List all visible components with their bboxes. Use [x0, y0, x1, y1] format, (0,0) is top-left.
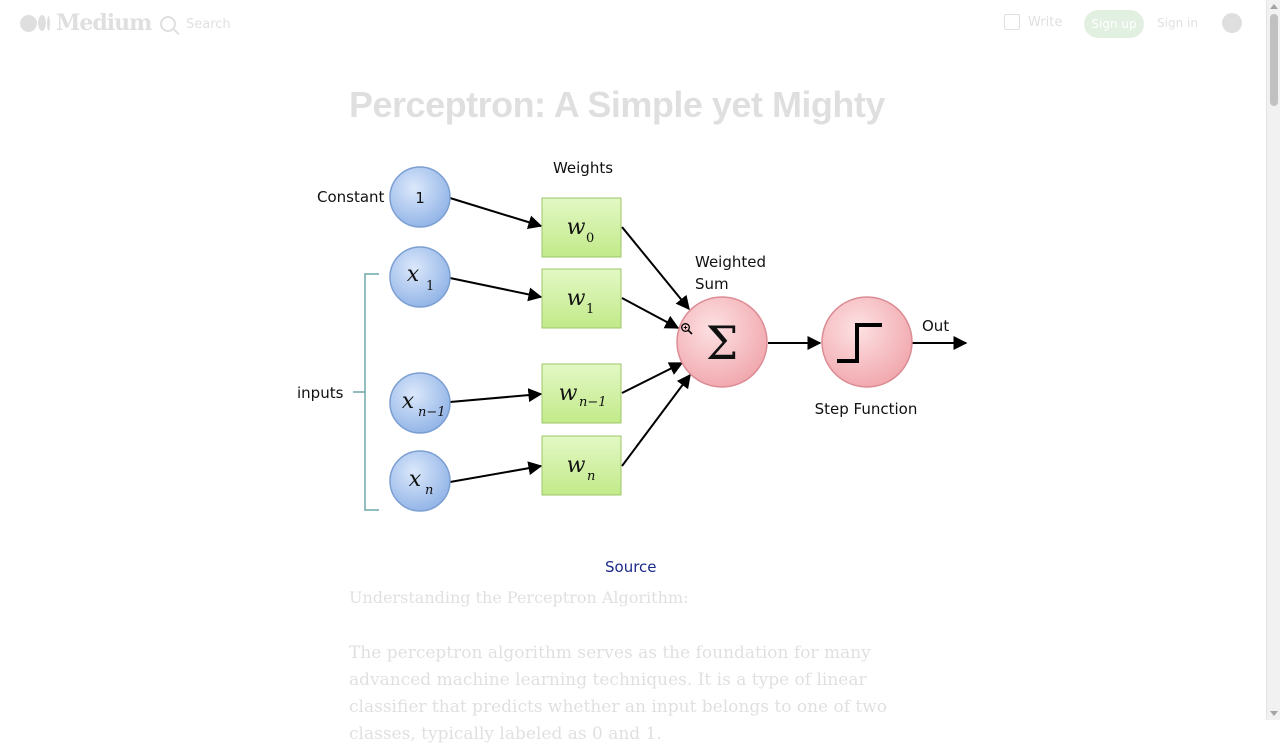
edge-x1-w1 [449, 277, 543, 302]
input-var-xn-1: x [402, 389, 415, 414]
out-label: Out [922, 317, 949, 335]
edge-w1-sum [621, 297, 680, 329]
sign-in-link[interactable]: Sign in [1157, 16, 1198, 30]
write-button[interactable]: Write [1004, 14, 1062, 30]
weight-sub-wn: n [587, 469, 595, 484]
step-function-label: Step Function [815, 400, 918, 418]
constant-label: Constant [317, 188, 385, 206]
scroll-up-arrow-icon[interactable] [1270, 4, 1278, 9]
inputs-brace [353, 273, 379, 511]
sigma-icon: Σ [706, 316, 739, 370]
edge-xn-wn [449, 461, 543, 483]
constant-value: 1 [415, 189, 425, 207]
sign-up-button[interactable]: Sign up [1084, 10, 1144, 38]
input-var-x1: x [407, 262, 420, 287]
input-sub-xn: n [425, 483, 433, 498]
top-navigation-bar: Medium Search Write Sign up Sign in [0, 0, 1266, 48]
scrollbar-thumb[interactable] [1270, 14, 1278, 106]
step-function-icon [837, 323, 882, 363]
write-icon [1004, 14, 1020, 30]
scroll-down-arrow-icon[interactable] [1270, 711, 1278, 716]
input-node-xn-1: x n−1 [389, 372, 451, 434]
weight-var-w1: w [567, 286, 586, 311]
weight-var-w0: w [567, 215, 586, 240]
weight-var-wn: w [567, 453, 586, 478]
weight-node-w1: w 1 [541, 268, 622, 329]
weighted-sum-label-line2: Sum [695, 275, 729, 293]
edge-wn1-sum [621, 362, 684, 394]
input-var-xn: x [409, 467, 422, 492]
perceptron-diagram: 1 x 1 x n−1 x n w 0 w 1 w [290, 150, 980, 530]
avatar-icon[interactable] [1222, 13, 1242, 33]
figure-source-link[interactable]: Source [605, 558, 657, 576]
weight-node-wn-1: w n−1 [541, 363, 622, 424]
search-icon [160, 16, 176, 32]
weight-node-wn: w n [541, 435, 622, 496]
weight-sub-w0: 0 [586, 231, 594, 246]
zoom-cursor-icon [681, 323, 693, 335]
article-paragraph: The perceptron algorithm serves as the f… [349, 643, 888, 744]
input-sub-x1: 1 [426, 279, 434, 294]
weight-var-wn-1: w [559, 381, 578, 406]
constant-node: 1 [389, 166, 451, 228]
medium-logo-icon [20, 14, 50, 32]
weighted-sum-label-line1: Weighted [695, 253, 766, 271]
weight-sub-wn-1: n−1 [579, 395, 607, 410]
vertical-scrollbar[interactable] [1266, 0, 1280, 720]
article-title: Perceptron: A Simple yet Mighty [349, 84, 885, 125]
write-label: Write [1028, 14, 1063, 30]
edge-wn-sum [621, 373, 691, 467]
input-node-x1: x 1 [389, 246, 451, 308]
search-placeholder: Search [186, 16, 231, 32]
edge-const-w0 [449, 197, 543, 229]
step-function-node [821, 296, 913, 388]
input-node-xn: x n [389, 450, 451, 512]
perceptron-diagram-svg: 1 x 1 x n−1 x n w 0 w 1 w [297, 159, 968, 512]
weight-node-w0: w 0 [541, 197, 622, 258]
search-box[interactable]: Search [160, 12, 360, 36]
weighted-sum-node: Σ [676, 296, 768, 388]
inputs-label: inputs [297, 384, 344, 402]
weight-sub-w1: 1 [586, 302, 594, 317]
medium-logo[interactable]: Medium [20, 10, 152, 36]
input-sub-xn-1: n−1 [418, 405, 446, 420]
edge-xn1-wn1 [449, 388, 543, 403]
edge-w0-sum [621, 226, 690, 311]
weights-label: Weights [553, 159, 613, 177]
section-subheading: Understanding the Perceptron Algorithm: [349, 588, 689, 607]
logo-text: Medium [56, 10, 152, 36]
